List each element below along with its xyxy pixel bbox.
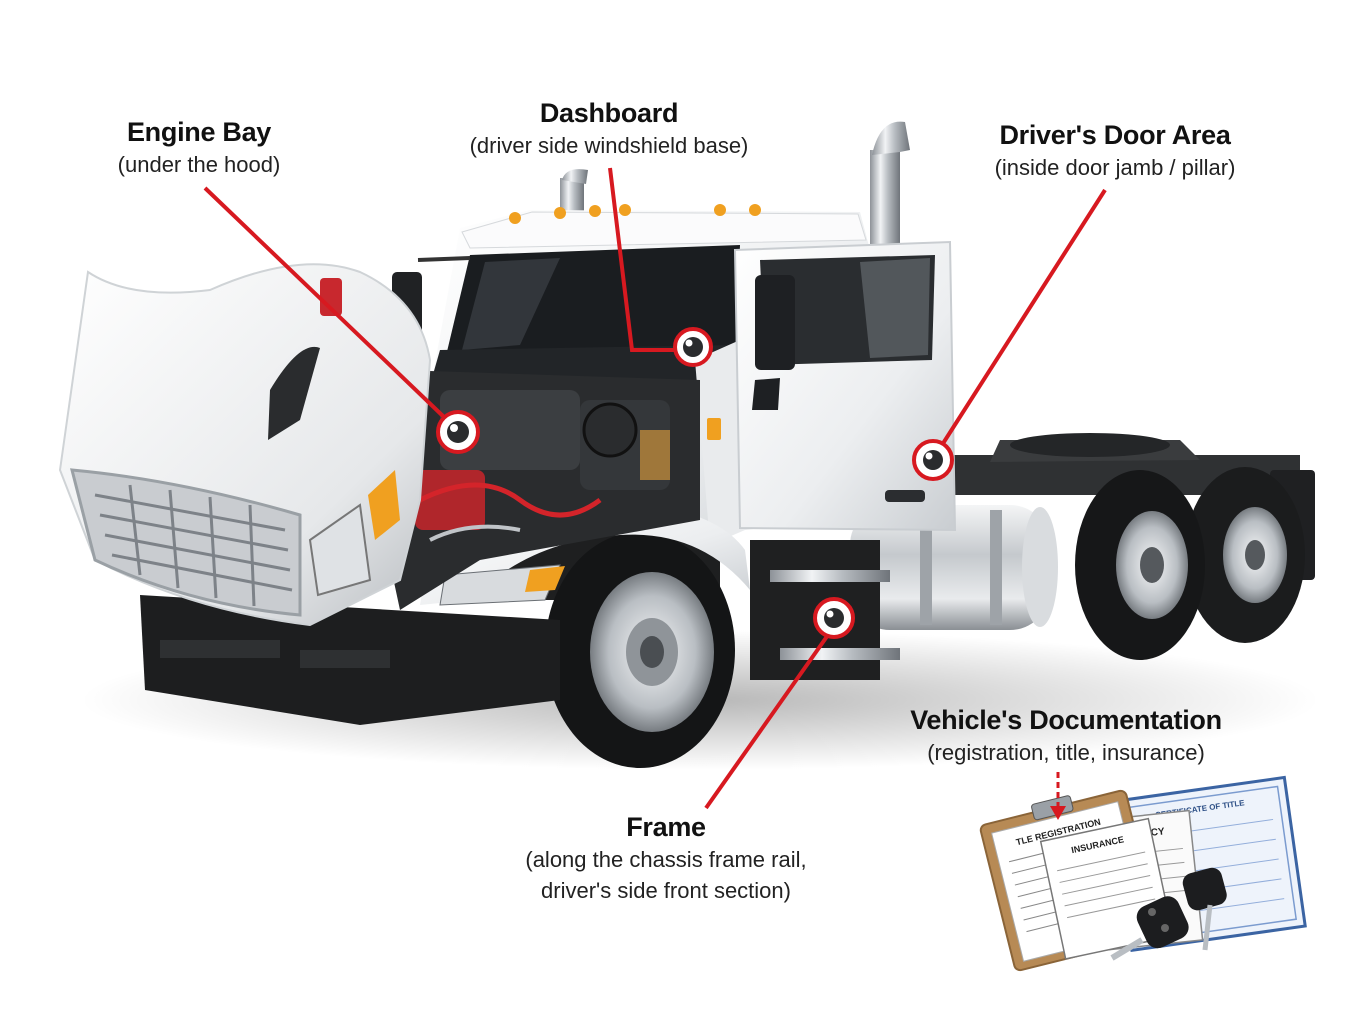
- dashboard-subtitle: (driver side windshield base): [469, 133, 749, 158]
- door-area-title: Driver's Door Area: [999, 120, 1231, 150]
- truck-keys-icon: [1110, 867, 1227, 961]
- documentation-title: Vehicle's Documentation: [910, 705, 1222, 735]
- documents-illustration: CERTIFICATE OF TITLE POLICY TLE REGISTRA…: [979, 772, 1307, 972]
- leader-lines: [203, 167, 1107, 810]
- frame-subtitle-line2: driver's side front section): [541, 878, 791, 903]
- door-area-subtitle: (inside door jamb / pillar): [994, 155, 1236, 180]
- dashboard-label: Dashboard (driver side windshield base): [448, 96, 770, 161]
- location-marker-icon: [813, 597, 855, 639]
- engine-bay-title: Engine Bay: [126, 117, 272, 147]
- door-leader: [940, 188, 1107, 447]
- dashboard-title: Dashboard: [539, 98, 679, 128]
- frame-title: Frame: [626, 812, 706, 842]
- door-area-label: Driver's Door Area (inside door jamb / p…: [975, 118, 1255, 183]
- location-marker-icon: [912, 439, 954, 481]
- tilted-hood: [58, 263, 432, 627]
- documentation-subtitle: (registration, title, insurance): [927, 740, 1205, 765]
- dashboard-leader: [608, 167, 682, 352]
- location-marker-icon: [436, 410, 480, 454]
- documentation-label: Vehicle's Documentation (registration, t…: [880, 703, 1252, 768]
- engine-bay-label: Engine Bay (under the hood): [88, 115, 310, 180]
- front-bumper: [140, 595, 560, 725]
- engine-bay-leader: [203, 186, 447, 420]
- frame-subtitle-line1: (along the chassis frame rail,: [525, 847, 807, 872]
- rear-wheel-2: [1185, 467, 1305, 643]
- engine-bay-subtitle: (under the hood): [117, 152, 281, 177]
- fuel-tank: [850, 505, 1058, 630]
- frame-label: Frame (along the chassis frame rail, dri…: [505, 810, 827, 906]
- drivers-door: [733, 240, 957, 532]
- location-marker-icon: [673, 327, 713, 367]
- frame-leader: [704, 633, 830, 810]
- rear-wheel-1: [1075, 470, 1205, 660]
